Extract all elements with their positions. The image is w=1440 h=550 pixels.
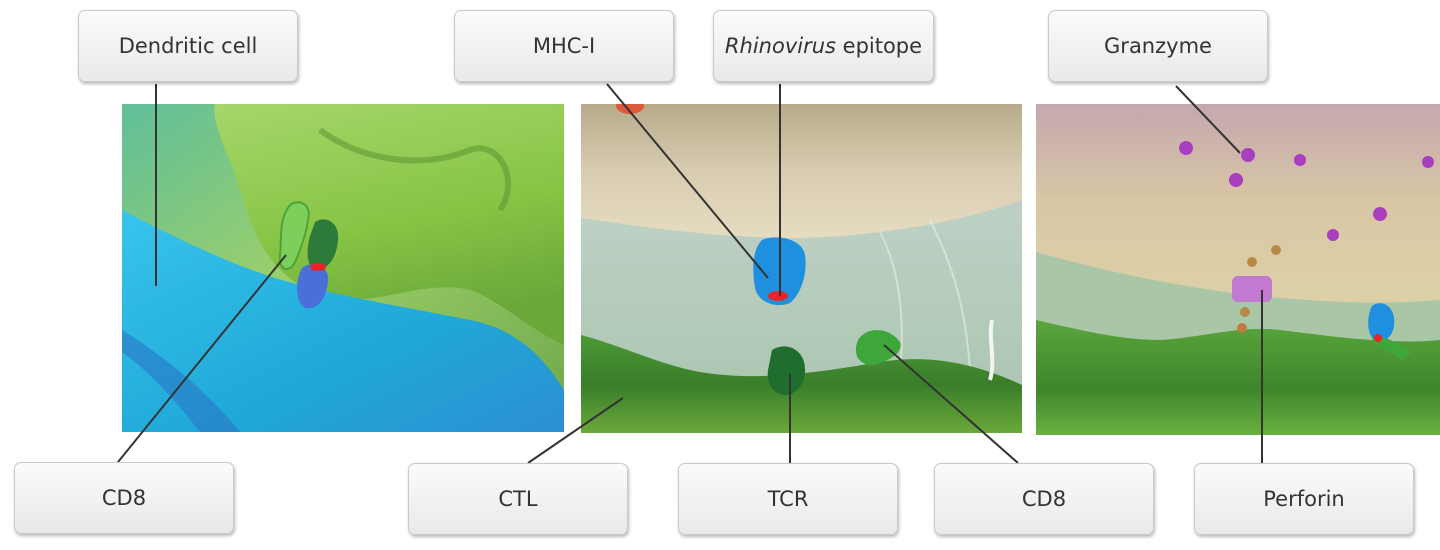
cd8-protein-left (278, 201, 310, 270)
epitope-plain-text: epitope (835, 34, 923, 58)
granzyme-granules (1179, 141, 1434, 241)
label-mhc-i: MHC-I (454, 10, 674, 82)
epitope-italic-text: Rhinovirus (724, 34, 836, 58)
epitope-left (310, 263, 326, 271)
label-dendritic-cell: Dendritic cell (78, 10, 298, 82)
label-tcr: TCR (678, 463, 898, 535)
leader-cd8-left (117, 254, 287, 463)
mhc-protein-left (297, 264, 329, 309)
panel-dendritic-cell-contact (122, 104, 564, 432)
leader-mhc-i (606, 83, 769, 279)
label-perforin: Perforin (1194, 463, 1414, 535)
tcr-protein (767, 346, 806, 396)
label-ctl: CTL (408, 463, 628, 535)
label-cd8-right: CD8 (934, 463, 1154, 535)
label-rhinovirus-epitope: Rhinovirus epitope (713, 10, 934, 82)
leader-cd8-right (883, 344, 1019, 464)
leader-ctl (527, 397, 624, 464)
panel-tcr-mhc-recognition (581, 104, 1022, 433)
label-cd8-left: CD8 (14, 462, 234, 534)
leader-granzyme (1175, 85, 1241, 154)
tcr-mhc-complex-right (1368, 303, 1412, 360)
label-granzyme: Granzyme (1048, 10, 1268, 82)
panel-granzyme-perforin-release (1036, 104, 1440, 435)
tcr-protein-left (307, 219, 339, 270)
cd8-protein-right (855, 330, 901, 365)
rhinovirus-epitope (768, 291, 788, 301)
leader-lines (117, 83, 1263, 464)
